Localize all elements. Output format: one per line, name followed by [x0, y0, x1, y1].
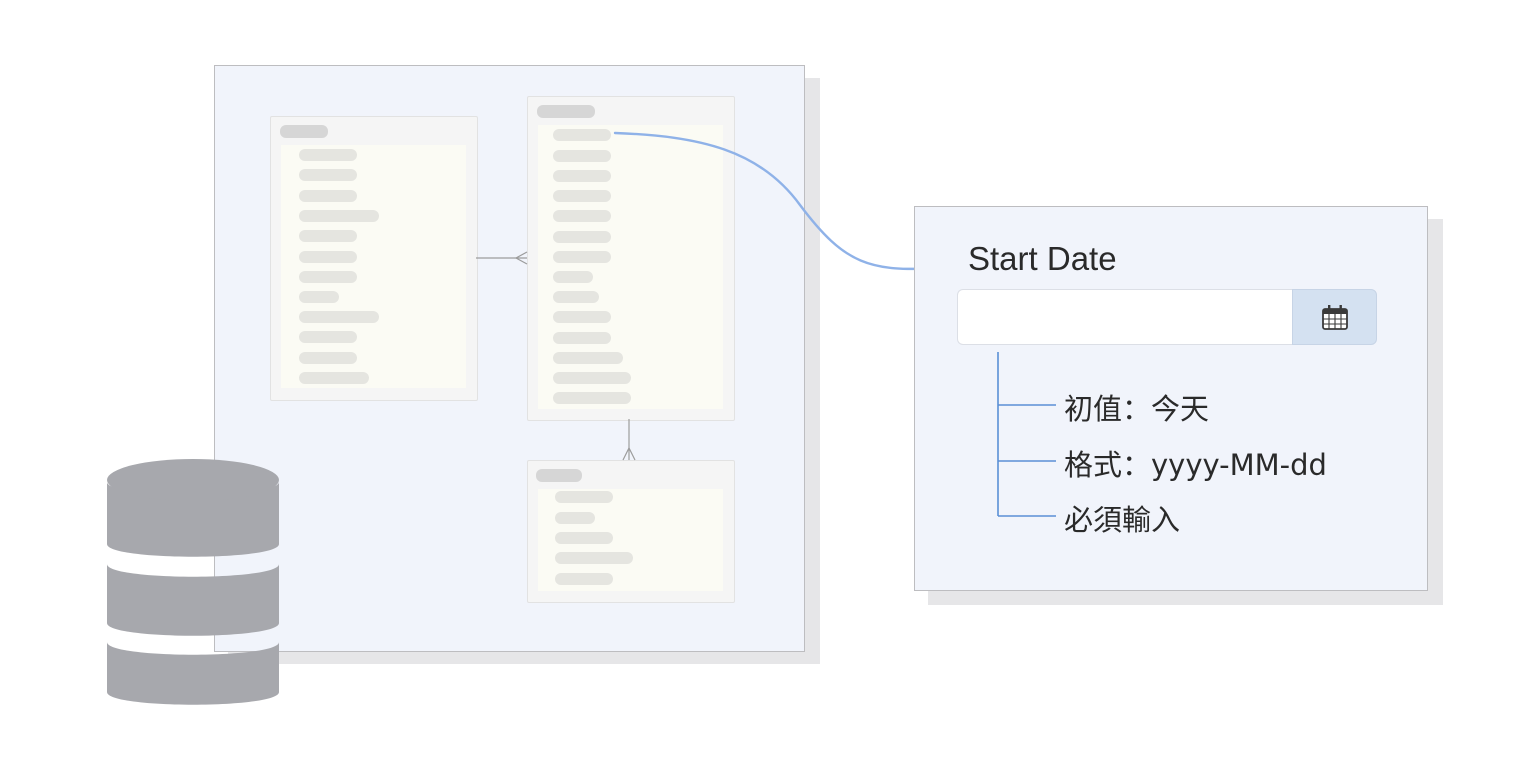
- start-date-input[interactable]: [957, 289, 1293, 345]
- er-table-body: [281, 145, 466, 388]
- er-column-row: [553, 372, 631, 384]
- calendar-icon: [1321, 305, 1348, 330]
- er-table-header: [280, 125, 328, 138]
- er-table-main: [527, 96, 735, 421]
- er-column-row: [299, 291, 339, 303]
- er-column-row: [555, 573, 613, 585]
- er-column-row: [553, 170, 611, 182]
- er-column-row: [553, 291, 599, 303]
- er-column-row: [553, 190, 611, 202]
- property-format: 格式：yyyy-MM-dd: [1064, 448, 1327, 482]
- er-column-row: [299, 169, 357, 181]
- er-column-row: [553, 352, 623, 364]
- er-column-row: [299, 230, 357, 242]
- er-table-header: [536, 469, 582, 482]
- er-column-row: [555, 532, 613, 544]
- field-detail-panel: [914, 206, 1428, 591]
- er-column-row: [299, 271, 357, 283]
- er-column-row: [299, 149, 357, 161]
- er-column-row: [553, 311, 611, 323]
- er-column-row: [553, 150, 611, 162]
- er-column-row: [299, 190, 357, 202]
- calendar-button[interactable]: [1292, 289, 1377, 345]
- er-column-row: [553, 231, 611, 243]
- database-icon: [107, 459, 279, 705]
- er-column-row: [555, 491, 613, 503]
- er-column-row: [553, 210, 611, 222]
- er-column-row: [299, 331, 357, 343]
- relationship-line-bottom: [622, 419, 636, 461]
- er-table-left: [270, 116, 478, 401]
- er-column-row: [299, 372, 369, 384]
- er-column-row: [553, 271, 593, 283]
- er-column-row: [553, 392, 631, 404]
- er-table-child: [527, 460, 735, 603]
- er-column-row: [299, 311, 379, 323]
- er-table-header: [537, 105, 595, 118]
- er-column-row: [555, 552, 633, 564]
- er-column-row: [299, 352, 357, 364]
- property-default-value: 初值：今天: [1064, 392, 1210, 426]
- er-column-row: [553, 129, 611, 141]
- er-column-row: [299, 251, 357, 263]
- er-column-row: [555, 512, 595, 524]
- property-required: 必須輸入: [1064, 503, 1181, 537]
- er-column-row: [553, 251, 611, 263]
- er-column-row: [299, 210, 379, 222]
- er-column-row: [553, 332, 611, 344]
- relationship-line-left: [476, 251, 528, 265]
- field-label: Start Date: [968, 240, 1117, 277]
